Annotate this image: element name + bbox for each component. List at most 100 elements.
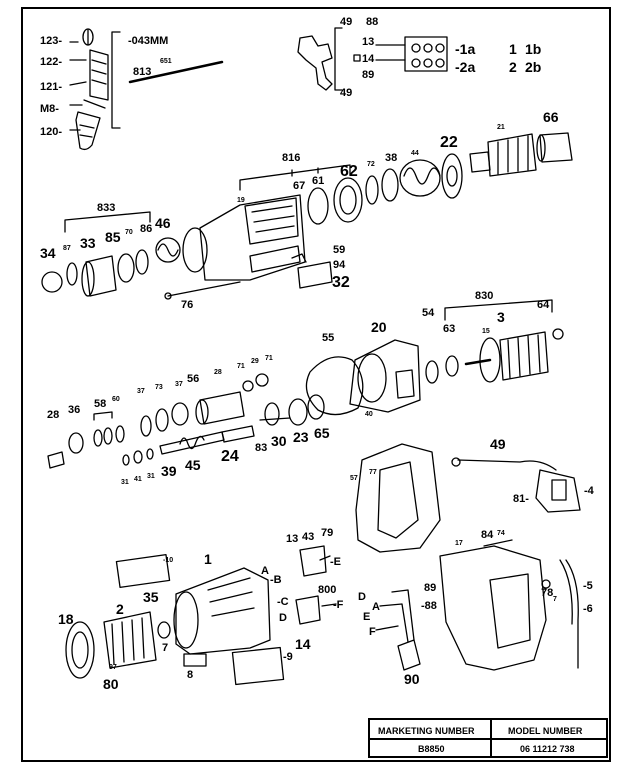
part-label-89a: 89 <box>362 69 375 81</box>
part-label-F2: F <box>369 626 376 638</box>
model-number-value: 06 11212 738 <box>520 744 575 754</box>
part-label-14a: 14 <box>362 53 375 65</box>
side-handle-assembly <box>69 28 224 151</box>
part-label-20: 20 <box>371 319 387 335</box>
part-label-35: 35 <box>143 589 159 605</box>
part-label-15: 15 <box>482 328 490 335</box>
part-label-121: 121- <box>40 81 63 93</box>
part-label-94: 94 <box>333 259 346 271</box>
part-label-1b: 1b <box>525 41 542 57</box>
part-label-49c: 49 <box>490 436 506 452</box>
part-label-9: -9 <box>283 651 293 663</box>
part-label-65: 65 <box>314 425 330 441</box>
part-label-63: 63 <box>443 323 456 335</box>
marketing-number-header: MARKETING NUMBER <box>378 726 475 736</box>
part-label-55: 55 <box>322 332 335 344</box>
part-label-44: 44 <box>411 150 419 157</box>
part-label-41: 41 <box>134 476 142 483</box>
part-label-651: 651 <box>160 58 172 65</box>
part-label-76: 76 <box>181 299 194 311</box>
part-label-31b: 31 <box>147 473 155 480</box>
part-label-38: 38 <box>385 152 398 164</box>
part-label-85: 85 <box>105 229 121 245</box>
part-label-10: -10 <box>163 557 174 564</box>
part-label-13b: 13 <box>286 533 299 545</box>
part-label-67: 67 <box>293 180 306 192</box>
part-label-28b: 28 <box>47 409 60 421</box>
part-label-7: 7 <box>162 642 169 654</box>
part-label-49a: 49 <box>340 16 353 28</box>
part-label-28: 28 <box>214 369 222 376</box>
part-label-60: 60 <box>112 396 120 403</box>
part-label-57: 57 <box>350 475 358 482</box>
part-label-2: 2 <box>509 59 517 75</box>
part-label-90: 90 <box>404 671 420 687</box>
title-block-rule <box>370 738 606 740</box>
part-label-800: 800 <box>318 584 337 596</box>
part-label-21: 21 <box>497 124 505 131</box>
part-label-73: 73 <box>155 384 163 391</box>
part-label-E1: -E <box>330 556 341 568</box>
part-label-3: 3 <box>497 309 505 325</box>
part-label-043mm: -043MM <box>128 35 169 47</box>
part-label-34: 34 <box>40 245 56 261</box>
part-label-120: 120- <box>40 126 63 138</box>
part-label-29: 29 <box>251 358 259 365</box>
part-label-A2: A <box>372 601 380 613</box>
part-label-78: 78 <box>541 587 554 599</box>
title-block: MARKETING NUMBER MODEL NUMBER B8850 06 1… <box>368 718 608 758</box>
part-label-D2: D <box>358 591 366 603</box>
part-label-81: 81- <box>513 493 529 505</box>
part-label-2a: -2a <box>455 59 476 75</box>
part-label-54: 54 <box>422 307 435 319</box>
part-label-813: 813 <box>133 66 152 78</box>
part-label-24: 24 <box>221 448 239 465</box>
switch-bracket-assembly <box>297 27 448 91</box>
part-label-14b: 14 <box>295 636 311 652</box>
marketing-number-value: B8850 <box>418 744 445 754</box>
part-label-58: 58 <box>94 398 107 410</box>
part-label-17: 17 <box>455 540 463 547</box>
part-label-87: 87 <box>63 245 71 252</box>
part-label-88b: -88 <box>421 600 437 612</box>
part-label-18: 18 <box>58 611 74 627</box>
part-label-1a: -1a <box>455 41 476 57</box>
part-label-2c: 2 <box>116 601 124 617</box>
part-label-66: 66 <box>543 109 559 125</box>
part-label-61: 61 <box>312 175 325 187</box>
hammer-mechanism-assembly <box>41 132 573 300</box>
part-label-22: 22 <box>440 134 458 151</box>
part-label-830: 830 <box>475 290 494 302</box>
part-label-71a: 71 <box>237 363 245 370</box>
part-label-2b: 2b <box>525 59 542 75</box>
part-label-833: 833 <box>97 202 116 214</box>
part-label-7b: 7 <box>553 596 557 603</box>
part-label-32: 32 <box>332 274 350 291</box>
part-label-C1: -C <box>277 596 289 608</box>
part-label-71b: 71 <box>265 355 273 362</box>
part-label-49b: 49 <box>340 87 353 99</box>
part-label-43: 43 <box>302 531 315 543</box>
part-label-E2: E <box>363 611 371 623</box>
part-label-33: 33 <box>80 235 96 251</box>
part-label-B1: -B <box>270 574 282 586</box>
part-label-F1: -F <box>333 599 344 611</box>
part-label-4: -4 <box>584 485 594 497</box>
percussion-motor-assembly <box>47 299 564 469</box>
part-label-23: 23 <box>293 429 309 445</box>
part-label-80: 80 <box>103 676 119 692</box>
part-label-59: 59 <box>333 244 346 256</box>
part-label-36: 36 <box>68 404 81 416</box>
model-number-header: MODEL NUMBER <box>508 726 583 736</box>
part-label-8: 8 <box>187 669 194 681</box>
part-label-6: -6 <box>583 603 593 615</box>
part-label-56: 56 <box>187 373 200 385</box>
part-label-31a: 31 <box>121 479 129 486</box>
part-label-64: 64 <box>537 299 550 311</box>
part-label-19: 19 <box>237 197 245 204</box>
part-label-83: 83 <box>255 442 268 454</box>
part-label-84: 84 <box>481 529 494 541</box>
part-label-79: 79 <box>321 527 334 539</box>
part-label-1c: 1 <box>204 551 212 567</box>
